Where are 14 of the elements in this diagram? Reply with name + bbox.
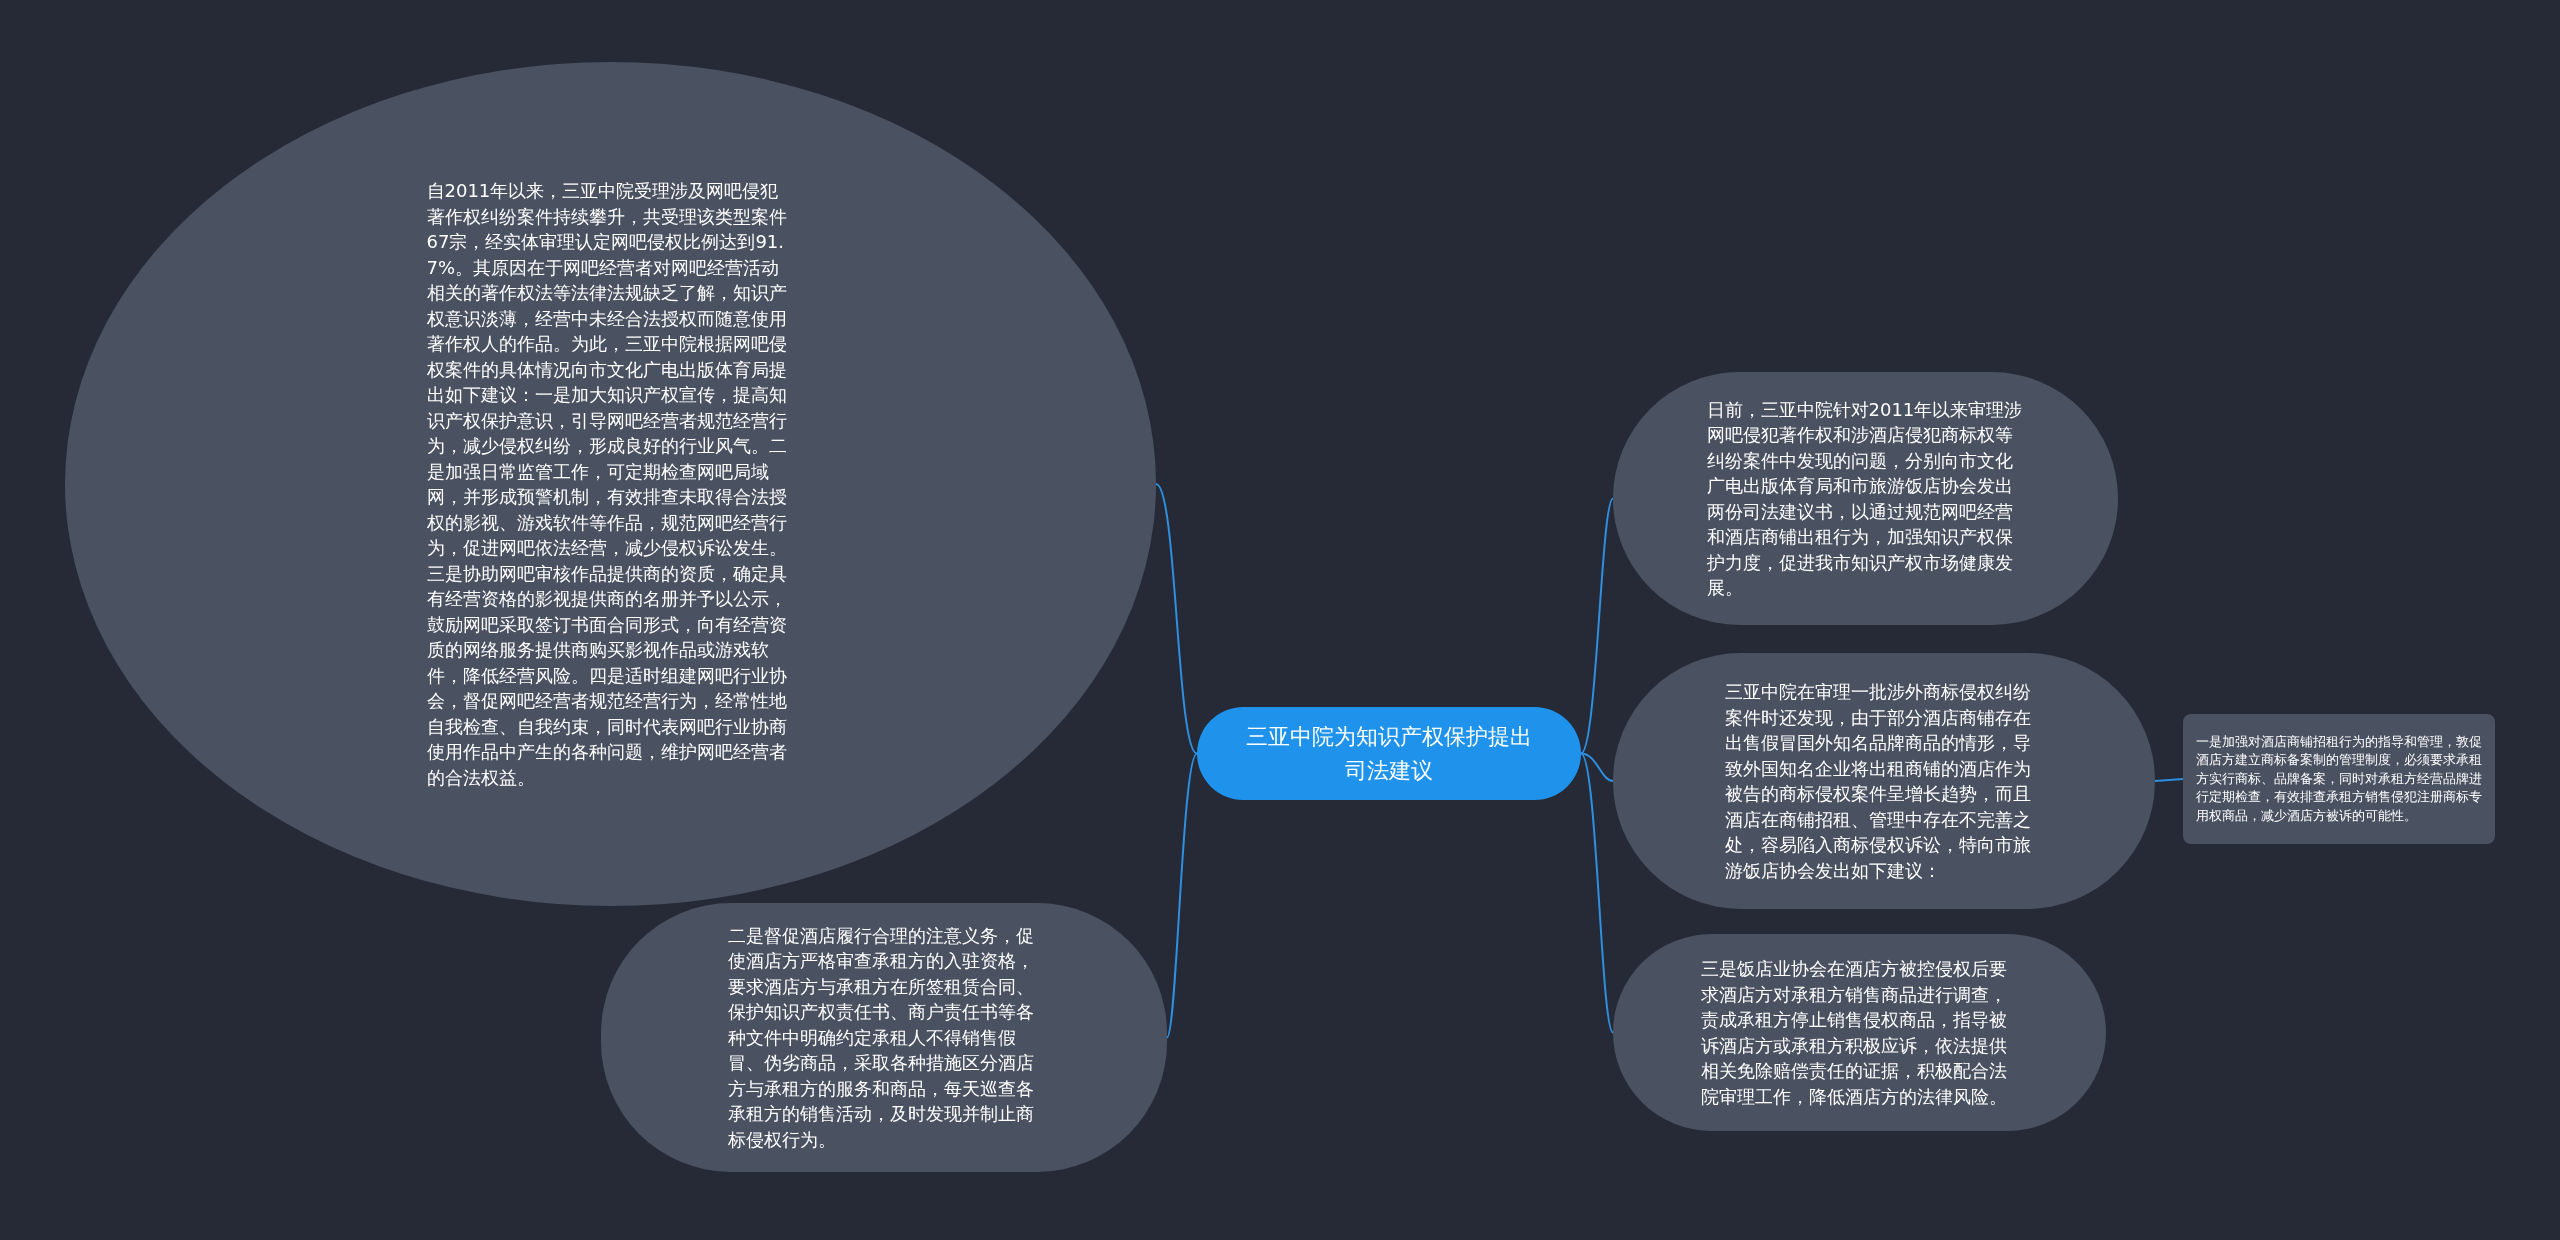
node-text: 三亚中院在审理一批涉外商标侵权纠纷案件时还发现，由于部分酒店商铺存在出售假冒国外知名品牌商品的情形，导致外国知名企业将出租商铺的酒店作为被告的商标侵权案件呈增长趋势，而且酒店在商铺招租、管理中存在不完善之处，容易陷入商标侵权诉讼，特向市旅游饭店协会发出如下建议： (1725, 680, 2032, 883)
connector-line (1155, 483, 1198, 755)
node-text: 一是加强对酒店商铺招租行为的指导和管理，敦促酒店方建立商标备案制的管理制度，必须要求承租方实行商标、品牌备案，同时对承租方经营品牌进行定期检查，有效排查承租方销售侵犯注册商标专用权商品，减少酒店方被诉的可能性。 (2196, 732, 2482, 825)
node-text: 自2011年以来，三亚中院受理涉及网吧侵犯著作权纠纷案件持续攀升，共受理该类型案件67宗，经实体审理认定网吧侵权比例达到91.7%。其原因在于网吧经营者对网吧经营活动相关的著作权法等法律法规缺乏了解，知识产权意识淡薄，经营中未经合法授权而随意使用著作权人的作品。为此，三亚中院根据网吧侵权案件的具体情况向市文化广电出版体育局提出如下建议：一是加大知识产权宣传，提高知识产权保护意识，引导网吧经营者规范经营行为，减少侵权纠纷，形成良好的行业风气。二是加强日常监管工作，可定期检查网吧局域网，并形成预警机制，有效排查未取得合法授权的影视、游戏软件等作品，规范网吧经营行为，促进网吧依法经营，减少侵权诉讼发生。三是协助网吧审核作品提供商的资质，确定具有经营资格的影视提供商的名册并予以公示，鼓励网吧采取签订书面合同形式，向有经营资质的网络服务提供商购买影视作品或游戏软件，降低经营风险。四是适时组建网吧行业协会，督促网吧经营者规范经营行为，经常性地自我检查、自我约束，同时代表网吧行业协商使用作品中产生的各种问题，维护网吧经营者的合法权益。 (426, 179, 788, 790)
connector-line (1580, 752, 1614, 1034)
node-text: 二是督促酒店履行合理的注意义务，促使酒店方严格审查承租方的入驻资格，要求酒店方与承租方在所签租赁合同、保护知识产权责任书、商户责任书等各种文件中明确约定承租人不得销售假冒、伪劣商品，采取各种措施区分酒店方与承租方的服务和商品，每天巡查各承租方的销售活动，及时发现并制止商标侵权行为。 (728, 923, 1035, 1152)
connector-line (1580, 497, 1614, 755)
node-text: 三是饭店业协会在酒店方被控侵权后要求酒店方对承租方销售商品进行调查，责成承租方停止销售侵权商品，指导被诉酒店方或承租方积极应诉，依法提供相关免除赔偿责任的证据，积极配合法院审理工作，降低酒店方的法律风险。 (1700, 957, 2008, 1109)
text-node (2183, 714, 2495, 844)
node-text: 日前，三亚中院针对2011年以来审理涉网吧侵犯著作权和涉酒店侵犯商标权等纠纷案件中发现的问题，分别向市文化广电出版体育局和市旅游饭店协会发出两份司法建议书，以通过规范网吧经营和酒店商铺出租行为，加强知识产权保护力度，促进我市知识产权市场健康发展。 (1706, 397, 2024, 600)
connector-line (2154, 778, 2184, 782)
node-text: 三亚中院为知识产权保护提出司法建议 (1245, 722, 1533, 785)
connector-line (1166, 752, 1198, 1039)
connector-line (1580, 752, 1614, 782)
